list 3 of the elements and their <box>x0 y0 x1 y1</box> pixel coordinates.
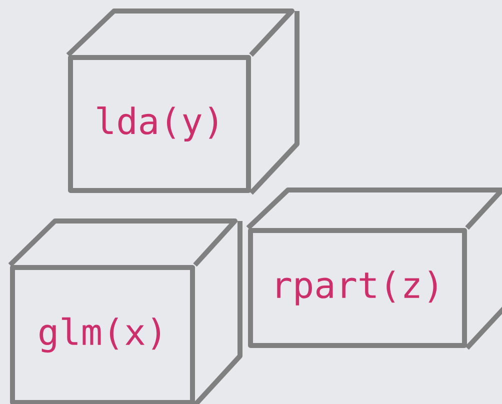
cube: glm(x) <box>8 218 242 404</box>
cube: lda(y) <box>66 8 300 195</box>
cube: rpart(z) <box>246 188 502 350</box>
